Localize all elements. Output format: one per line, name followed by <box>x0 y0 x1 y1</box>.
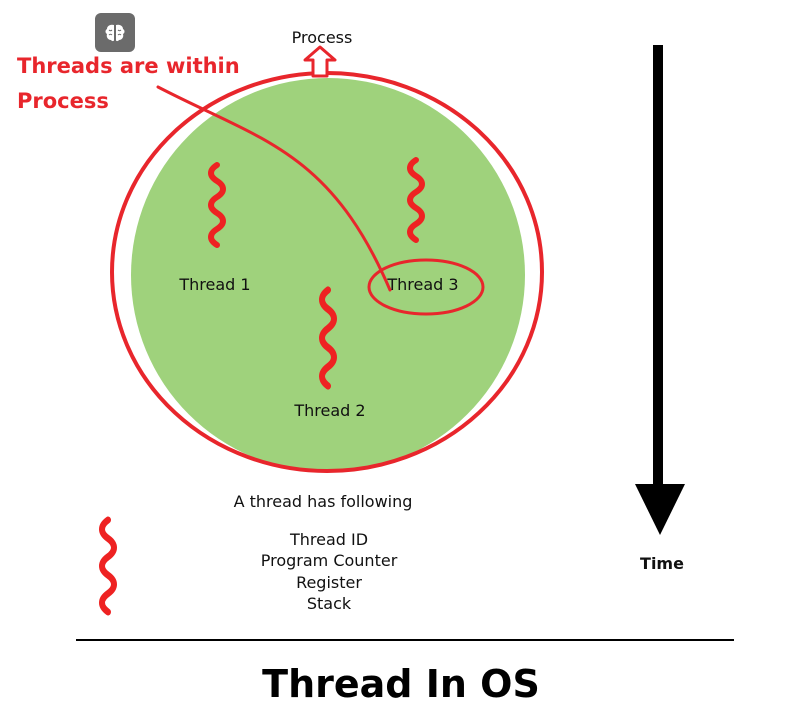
info-item-thread-id: Thread ID <box>289 530 368 549</box>
brain-icon-button[interactable] <box>95 13 135 52</box>
annotation-line-2: Process <box>17 89 109 113</box>
brain-icon <box>105 24 125 41</box>
process-arrow <box>303 45 337 78</box>
time-label: Time <box>640 554 684 573</box>
time-arrow-shaft <box>653 45 663 490</box>
annotation-line-1: Threads are within <box>17 54 240 78</box>
time-arrow-head <box>635 484 685 535</box>
info-heading: A thread has following <box>234 492 413 511</box>
thread-legend-squiggle-icon <box>102 520 114 612</box>
process-circle <box>131 78 525 472</box>
thread-1-label: Thread 1 <box>178 275 250 294</box>
info-item-program-counter: Program Counter <box>261 551 398 570</box>
thread-3-label: Thread 3 <box>386 275 458 294</box>
thread-2-label: Thread 2 <box>293 401 365 420</box>
info-item-register: Register <box>296 573 362 592</box>
thread-3-highlight-ellipse <box>367 258 485 316</box>
page-title: Thread In OS <box>262 662 540 706</box>
info-item-stack: Stack <box>307 594 352 613</box>
annotation-connector <box>156 85 392 292</box>
process-label: Process <box>292 28 353 47</box>
